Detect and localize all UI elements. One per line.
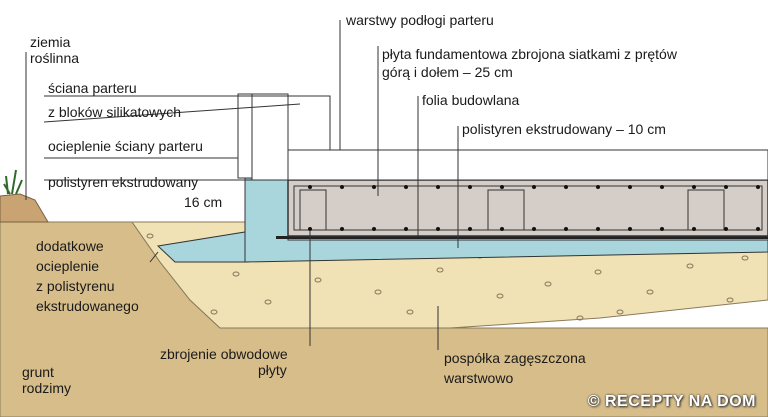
label-zbrojenie-line2: płyty xyxy=(258,362,287,378)
watermark: © RECEPTY NA DOM xyxy=(587,393,756,410)
label-pospolka-line1: pospółka zagęszczona xyxy=(444,350,586,366)
label-folia: folia budowlana xyxy=(422,92,520,108)
topsoil xyxy=(0,193,49,223)
label-dodatkowe-line3: z polistyrenu xyxy=(36,278,115,294)
rebar-dots xyxy=(308,185,760,231)
label-polistyren-10: polistyren ekstrudowany – 10 cm xyxy=(462,121,666,137)
label-ocieplenie-sciany: ocieplenie ściany parteru xyxy=(48,138,203,154)
slab-rib xyxy=(687,189,725,231)
ground-floor-wall xyxy=(251,93,289,181)
label-pospolka-line2: warstwowo xyxy=(444,370,514,386)
label-polistyren-16-line2: 16 cm xyxy=(184,194,223,210)
label-grunt-line1: grunt xyxy=(22,364,54,380)
label-warstwy-podlogi: warstwy podłogi parteru xyxy=(346,12,494,28)
label-roslinna: roślinna xyxy=(30,50,80,66)
foil-line xyxy=(276,236,768,239)
floor-layers xyxy=(287,149,768,181)
label-grunt-line2: rodzimy xyxy=(22,380,72,396)
label-ziemia: ziemia xyxy=(30,34,71,50)
label-sciana-line2: z bloków silikatowych xyxy=(48,104,182,120)
label-zbrojenie-line1: zbrojenie obwodowe xyxy=(160,346,288,362)
label-polistyren-16-line1: polistyren ekstrudowany xyxy=(48,174,199,190)
label-dodatkowe-line1: dodatkowe xyxy=(36,238,104,254)
foundation-slab xyxy=(287,179,768,237)
label-plyta-line1: płyta fundamentowa zbrojona siatkami z p… xyxy=(382,46,677,62)
perimeter-reinforcement-box xyxy=(299,189,327,231)
label-dodatkowe-line4: ekstrudowanego xyxy=(36,298,139,314)
slab-rib xyxy=(487,189,525,231)
plant-icon xyxy=(3,169,23,195)
leader-lines xyxy=(25,20,459,350)
wall-insulation xyxy=(237,93,253,179)
slab-inner-outline xyxy=(293,185,763,231)
label-plyta-line2: górą i dołem – 25 cm xyxy=(382,64,513,80)
label-dodatkowe-line2: ocieplenie xyxy=(36,258,100,274)
label-sciana-line1: ściana parteru xyxy=(48,80,137,96)
